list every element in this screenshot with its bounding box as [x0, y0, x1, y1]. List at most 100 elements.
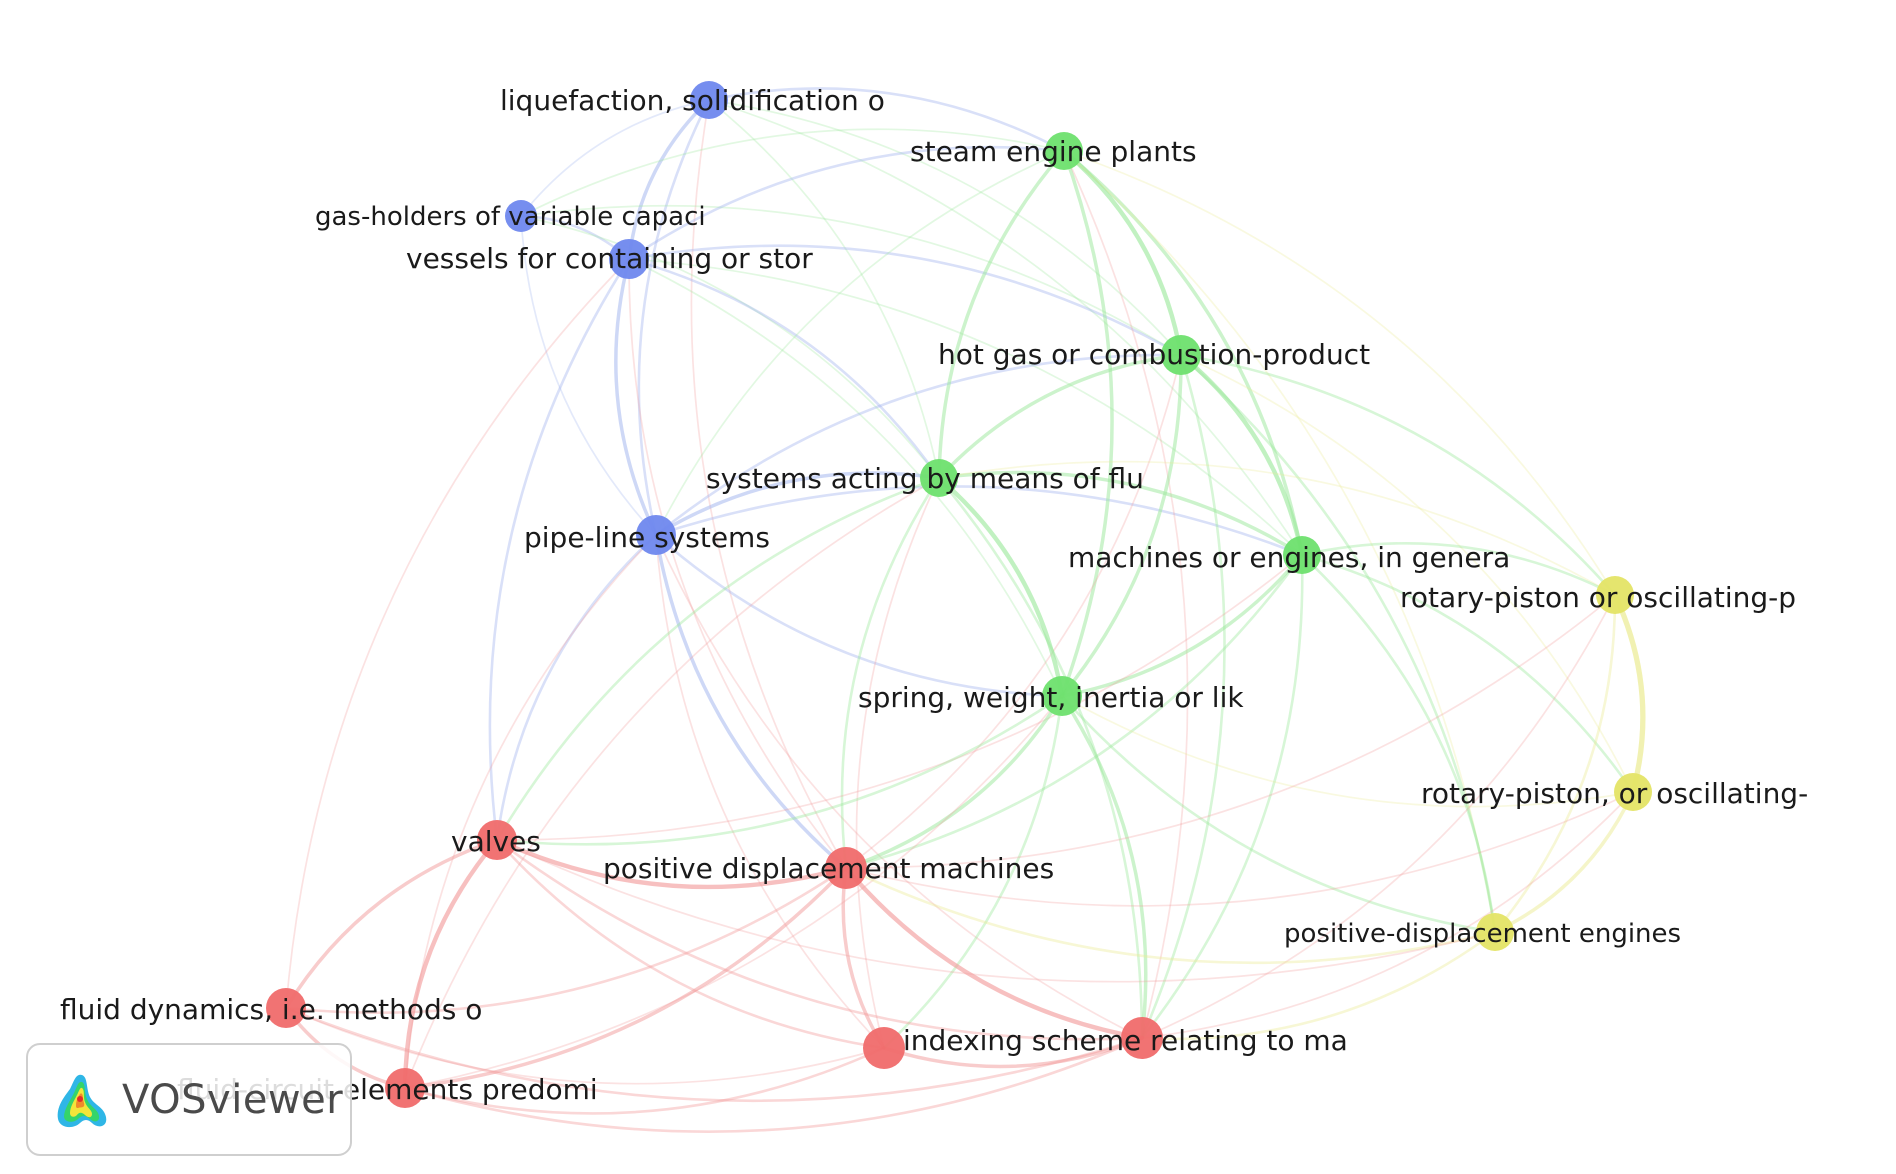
- edge-spring-posdisp: [844, 694, 1064, 870]
- node-pipeline[interactable]: [636, 515, 676, 555]
- node-steam[interactable]: [1045, 132, 1083, 170]
- edge-steam-indexing: [1063, 150, 1189, 1039]
- edge-liquefaction-posdisp: [690, 99, 847, 869]
- edge-indexing-unlabeled_red: [882, 1036, 1144, 1069]
- edge-pipeline-machines: [654, 485, 1304, 557]
- edge-posdisp-unlabeled_red: [841, 866, 886, 1050]
- edge-pipeline-spring: [654, 533, 1064, 698]
- node-rotary1[interactable]: [1596, 576, 1634, 614]
- edge-spring-posdispeng: [1060, 694, 1497, 934]
- edge-spring-fluidcircuit: [404, 695, 1063, 1089]
- node-indexing[interactable]: [1121, 1017, 1163, 1059]
- edge-indexing-fluidcircuit: [403, 1036, 1144, 1133]
- edge-hotgas-machines: [1178, 352, 1305, 558]
- node-liquefaction[interactable]: [690, 81, 728, 119]
- edge-valves-indexing: [495, 838, 1144, 1041]
- edge-rotary1-rotary2: [1612, 592, 1646, 795]
- edge-posdisp-fluidcircuit: [403, 866, 848, 1090]
- node-systems[interactable]: [920, 459, 958, 497]
- edge-pipeline-posdisp: [654, 533, 848, 870]
- edge-hotgas-rotary1: [1179, 353, 1617, 597]
- labels-layer: liquefaction, solidification o steam engi…: [60, 84, 1808, 1106]
- edge-steam-machines: [1062, 149, 1304, 557]
- edge-liquefaction-systems: [708, 99, 940, 479]
- edge-steam-systems: [937, 149, 1066, 480]
- node-label-steam[interactable]: steam engine plants: [910, 135, 1197, 168]
- edge-machines-spring: [1060, 553, 1304, 698]
- node-label-posdispeng[interactable]: positive-displacement engines: [1284, 919, 1681, 949]
- edge-steam-rotary1: [1063, 150, 1616, 596]
- node-fluiddyn[interactable]: [266, 988, 306, 1028]
- edge-spring-rotary2: [1061, 695, 1634, 808]
- node-valves[interactable]: [477, 820, 517, 860]
- edge-hotgas-posdisp: [845, 354, 1182, 869]
- edge-posdispeng-valves: [496, 839, 1496, 983]
- edge-vessels-steam: [627, 145, 1066, 261]
- node-gasholders[interactable]: [505, 200, 537, 232]
- edge-systems-indexing: [937, 476, 1144, 1040]
- node-label-spring[interactable]: spring, weight, inertia or lik: [858, 681, 1244, 714]
- edge-steam-spring: [1060, 149, 1114, 698]
- edge-valves-fluiddyn: [284, 838, 499, 1010]
- edge-pipeline-hotgas: [654, 353, 1183, 537]
- edge-rotary1-indexing: [1141, 594, 1616, 1039]
- edge-systems-posdisp: [840, 476, 941, 870]
- node-label-liquefaction[interactable]: liquefaction, solidification o: [500, 84, 885, 117]
- edge-vessels-valves: [488, 257, 631, 842]
- edge-machines-indexing: [1140, 553, 1304, 1040]
- edge-liquefaction-hotgas: [708, 99, 1182, 356]
- edge-machines-posdispeng: [1300, 553, 1497, 934]
- edge-systems-valves: [495, 476, 941, 842]
- node-label-vessels[interactable]: vessels for containing or stor: [406, 242, 813, 275]
- node-label-fluiddyn[interactable]: fluid dynamics, i.e. methods o: [60, 993, 482, 1026]
- edge-liquefaction-machines: [708, 99, 1303, 556]
- node-label-pipeline[interactable]: pipe-line systems: [524, 521, 770, 554]
- edge-gasholders-pipeline: [520, 215, 657, 536]
- node-posdisp[interactable]: [825, 847, 867, 889]
- vosviewer-heatmap-icon: [57, 1074, 107, 1127]
- node-rotary2[interactable]: [1614, 773, 1652, 811]
- edge-fluiddyn-unlabeled_red: [285, 1007, 885, 1085]
- node-spring[interactable]: [1042, 676, 1082, 716]
- edge-fluiddyn-indexing: [284, 1006, 1144, 1102]
- edge-gasholders-hotgas: [520, 204, 1182, 356]
- node-label-hotgas[interactable]: hot gas or combustion-product: [938, 338, 1370, 371]
- node-label-gasholders[interactable]: gas-holders of variable capaci: [315, 202, 706, 232]
- node-hotgas[interactable]: [1161, 335, 1201, 375]
- node-label-systems[interactable]: systems acting by means of flu: [706, 462, 1144, 495]
- edge-hotgas-spring: [1060, 353, 1183, 698]
- edge-rotary2-posdisp: [845, 791, 1634, 907]
- nodes-layer: [266, 81, 1652, 1108]
- edge-hotgas-posdispeng: [1179, 353, 1497, 934]
- node-posdispeng[interactable]: [1476, 913, 1514, 951]
- edge-machines-posdisp: [844, 553, 1304, 870]
- edge-vessels-hotgas: [627, 244, 1183, 357]
- node-label-machines[interactable]: machines or engines, in genera: [1068, 541, 1510, 574]
- node-label-rotary1[interactable]: rotary-piston or oscillating-p: [1400, 581, 1796, 614]
- edge-posdisp-indexing: [843, 865, 1145, 1041]
- edge-spring-unlabeled_red: [882, 694, 1064, 1050]
- node-fluidcircuit[interactable]: [385, 1068, 425, 1108]
- edge-hotgas-systems: [937, 353, 1183, 480]
- node-label-posdisp[interactable]: positive displacement machines: [603, 852, 1054, 885]
- node-machines[interactable]: [1283, 536, 1321, 574]
- edge-posdispeng-indexing: [1140, 930, 1497, 1041]
- node-label-rotary2[interactable]: rotary-piston, or oscillating-: [1421, 777, 1808, 810]
- edge-posdisp-fluiddyn: [284, 866, 848, 1014]
- node-vessels[interactable]: [609, 239, 649, 279]
- edge-vessels-pipeline: [614, 257, 658, 537]
- node-label-indexing[interactable]: indexing scheme relating to ma: [903, 1024, 1348, 1057]
- edge-machines-rotary2: [1300, 553, 1635, 794]
- edge-liquefaction-gasholders: [520, 99, 710, 217]
- edge-pipeline-steam: [655, 150, 1065, 536]
- node-label-valves[interactable]: valves: [451, 825, 541, 858]
- node-unlabeled_red[interactable]: [863, 1027, 905, 1069]
- edge-machines-valves: [496, 554, 1303, 841]
- edge-spring-indexing: [1060, 694, 1148, 1040]
- edge-valves-fluidcircuit: [402, 837, 500, 1091]
- edge-fluidcircuit-unlabeled_red: [403, 1046, 886, 1115]
- edge-hotgas-rotary2: [1180, 354, 1634, 793]
- edge-liquefaction-pipeline: [637, 98, 711, 537]
